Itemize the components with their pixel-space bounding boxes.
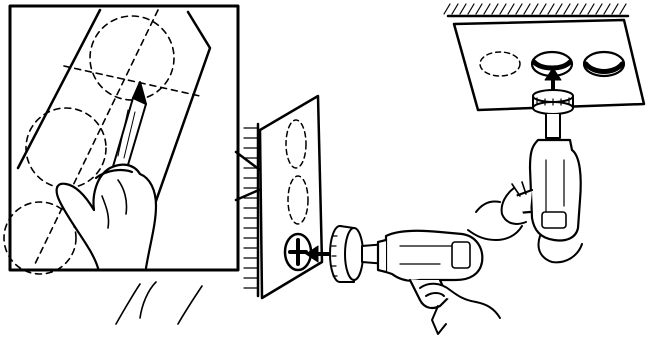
- marking-circle-middle: [26, 108, 106, 188]
- ceiling-hole-saw-icon: [533, 90, 573, 138]
- wall-hatching: [244, 128, 258, 288]
- wall-hole-cut: [285, 234, 311, 270]
- marking-circle-top: [90, 16, 174, 100]
- wall-motion-lines: [116, 282, 202, 324]
- ceiling-drilling-scene: [444, 4, 644, 262]
- ceiling-hatching: [444, 4, 626, 14]
- pencil-icon: [112, 82, 146, 175]
- detail-inset: [4, 6, 268, 274]
- wall-drilling-scene: [116, 96, 522, 334]
- hand-holding-pencil-icon: [57, 165, 156, 268]
- panel-edge-left: [18, 10, 100, 168]
- wall-drill-icon: [378, 231, 482, 308]
